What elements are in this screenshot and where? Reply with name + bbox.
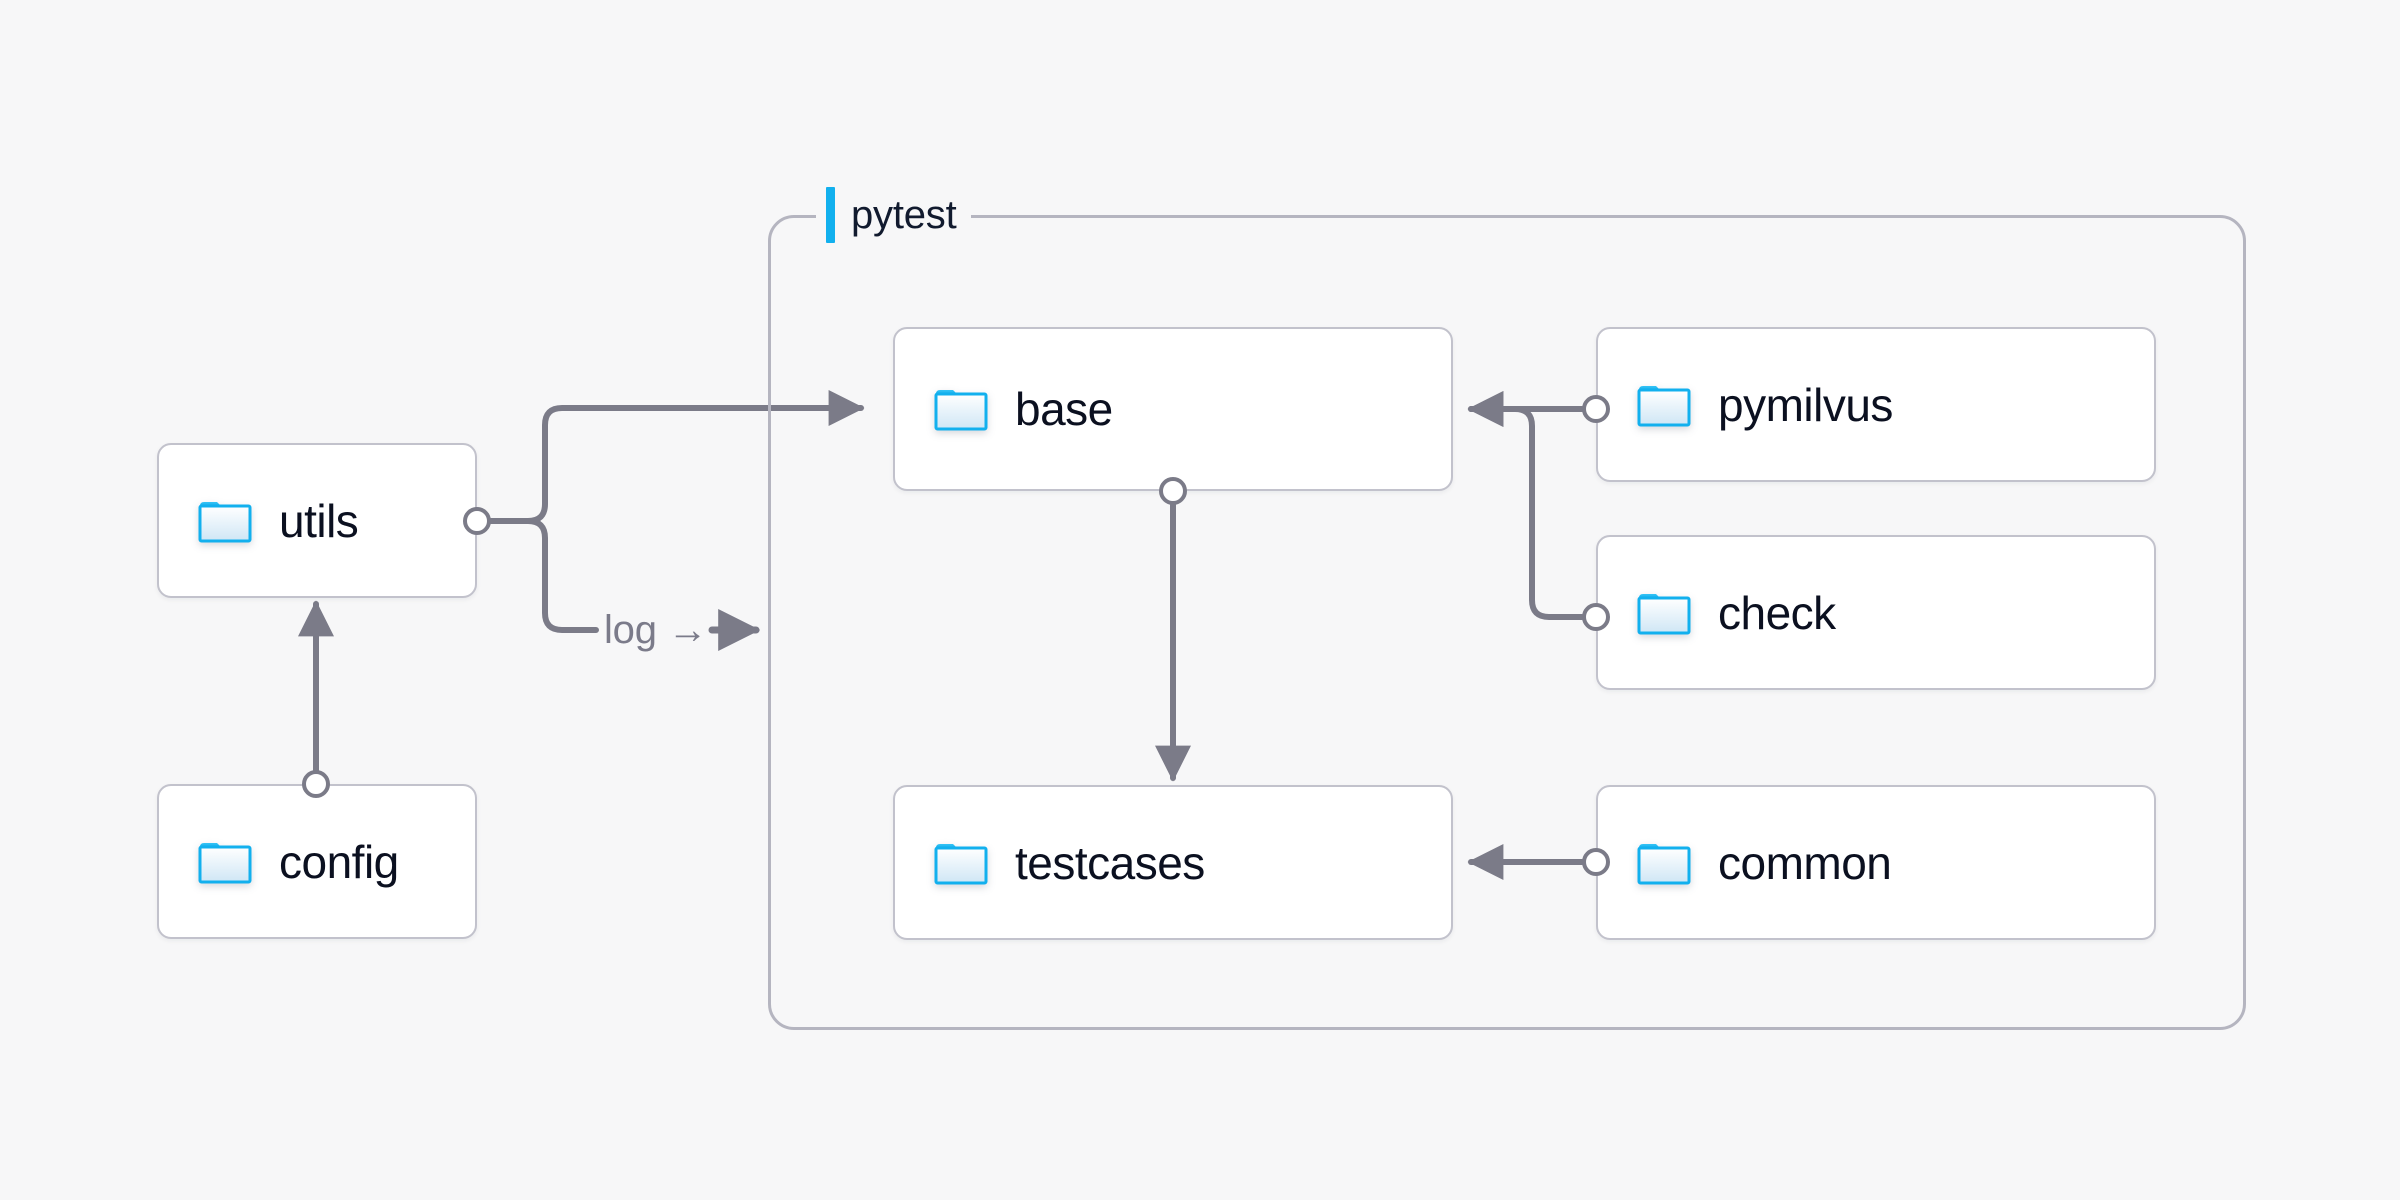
port-utils-right[interactable] [463,507,491,535]
node-utils[interactable]: utils [157,443,477,598]
node-testcases[interactable]: testcases [893,785,1453,940]
group-accent-bar [826,187,835,243]
node-common-label: common [1718,836,1892,889]
port-config-top[interactable] [302,770,330,798]
node-config[interactable]: config [157,784,477,939]
folder-icon [1637,843,1691,884]
folder-icon [934,843,988,884]
node-common[interactable]: common [1596,785,2156,940]
edge-utils-log [525,518,599,633]
node-pymilvus[interactable]: pymilvus [1596,327,2156,482]
node-check[interactable]: check [1596,535,2156,690]
port-base-bottom[interactable] [1159,477,1187,505]
node-config-label: config [279,835,399,888]
node-base-label: base [1015,383,1113,435]
group-pytest-label-text: pytest [851,193,957,237]
folder-icon [1637,593,1691,634]
edge-label-log: log → [604,608,708,652]
node-base[interactable]: base [893,327,1453,491]
folder-icon [198,842,252,883]
port-check-left[interactable] [1582,603,1610,631]
folder-icon [934,390,988,431]
group-pytest[interactable] [768,215,2246,1030]
group-pytest-label: pytest [816,186,971,244]
node-testcases-label: testcases [1015,836,1205,889]
node-utils-label: utils [279,494,359,547]
folder-icon [1637,385,1691,426]
node-check-label: check [1718,586,1836,639]
port-common-left[interactable] [1582,848,1610,876]
port-pymilvus-left[interactable] [1582,395,1610,423]
node-pymilvus-label: pymilvus [1718,378,1893,431]
folder-icon [198,501,252,542]
